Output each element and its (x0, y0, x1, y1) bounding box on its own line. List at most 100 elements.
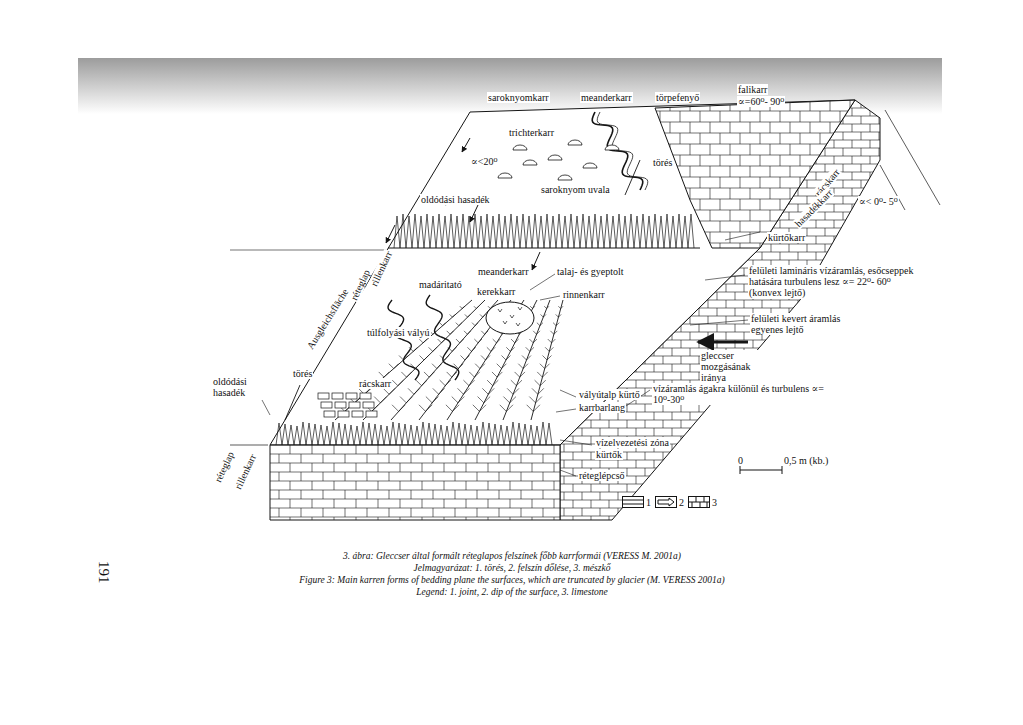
brick-joint (735, 436, 736, 444)
brick-joint (444, 463, 445, 472)
brick-joint (444, 445, 445, 454)
limestone-sample (689, 497, 709, 507)
brick-joint (790, 100, 791, 111)
brick-joint (825, 244, 826, 252)
side-face (560, 100, 880, 520)
brick-joint (499, 508, 500, 517)
brick-joint (843, 484, 844, 492)
brick-joint (861, 132, 862, 140)
brick-joint (681, 452, 682, 460)
brick-joint (627, 196, 628, 204)
brick-joint (699, 516, 700, 524)
groove-tick (529, 397, 542, 403)
brick-joint (477, 472, 478, 481)
brick-joint (521, 490, 522, 499)
groove-tick (432, 364, 442, 369)
brick-joint (825, 372, 826, 380)
groove-tick (553, 323, 559, 326)
rillen-spike (288, 425, 294, 445)
brick-joint (627, 212, 628, 220)
brick-joint (852, 140, 853, 148)
brick-joint (582, 348, 583, 356)
brick-joint (573, 324, 574, 332)
brick-joint (573, 276, 574, 284)
brick-joint (488, 463, 489, 472)
brick-joint (717, 452, 718, 460)
brick-joint (627, 372, 628, 380)
rillen-spike (556, 214, 562, 248)
brick-joint (771, 244, 772, 252)
scale-bar (740, 469, 782, 470)
callout-label: kerekkarr (476, 286, 516, 297)
brick-joint (400, 499, 401, 508)
leader-line (556, 409, 576, 412)
brick-joint (879, 100, 880, 108)
brick-joint (268, 481, 269, 490)
brick-joint (789, 436, 790, 444)
rillen-spike (424, 214, 430, 248)
brick-joint (268, 499, 269, 508)
brick-joint (699, 324, 700, 332)
brick-joint (582, 380, 583, 388)
groove-tick (460, 306, 465, 308)
brick-joint (627, 324, 628, 332)
groove-tick (518, 364, 528, 369)
brick-joint (843, 372, 844, 380)
figure-caption: 3. ábra: Gleccser által formált réteglap… (112, 551, 912, 561)
brick-joint (740, 155, 741, 166)
dimension-line (230, 445, 268, 446)
brick-joint (735, 324, 736, 332)
limestone-front (268, 445, 562, 526)
brick-joint (861, 164, 862, 172)
brick-joint (720, 155, 721, 166)
brick-joint (564, 204, 565, 212)
brick-joint (879, 372, 880, 380)
callout-label: ∝<20⁰ (470, 156, 498, 167)
rillen-spike (664, 214, 670, 248)
rillen-spike (652, 214, 658, 248)
brick-joint (582, 492, 583, 500)
brick-joint (708, 284, 709, 292)
brick-joint (708, 300, 709, 308)
brick-joint (422, 445, 423, 454)
brick-joint (345, 490, 346, 499)
brick-joint (810, 100, 811, 111)
brick-joint (422, 481, 423, 490)
brick-joint (663, 148, 664, 156)
brick-joint (807, 420, 808, 428)
brick-joint (789, 516, 790, 524)
brick-joint (699, 228, 700, 236)
brick-joint (681, 436, 682, 444)
brick-joint (789, 244, 790, 252)
brick-joint (771, 372, 772, 380)
brick-joint (636, 508, 637, 516)
brick-joint (744, 428, 745, 436)
brick-joint (850, 166, 851, 177)
brick-joint (852, 348, 853, 356)
brick-joint (730, 144, 731, 155)
brick-joint (798, 524, 799, 532)
brick-joint (879, 132, 880, 140)
brick-joint (312, 481, 313, 490)
brick-joint (800, 155, 801, 166)
brick-joint (663, 516, 664, 524)
brick-joint (555, 164, 556, 172)
brick-joint (717, 324, 718, 332)
rillen-spike (330, 422, 336, 445)
brick-joint (532, 445, 533, 454)
brick-joint (699, 308, 700, 316)
brick-joint (367, 490, 368, 499)
brick-joint (356, 445, 357, 454)
brick-joint (825, 516, 826, 524)
brick-joint (843, 452, 844, 460)
brick-joint (843, 468, 844, 476)
meander-channel (597, 112, 648, 190)
brick-joint (750, 210, 751, 221)
brick-joint (843, 244, 844, 252)
groove-tick (450, 314, 455, 317)
brick-joint (825, 228, 826, 236)
cup (568, 140, 582, 145)
brick-joint (843, 356, 844, 364)
groove-tick (456, 323, 462, 326)
brick-joint (654, 508, 655, 516)
